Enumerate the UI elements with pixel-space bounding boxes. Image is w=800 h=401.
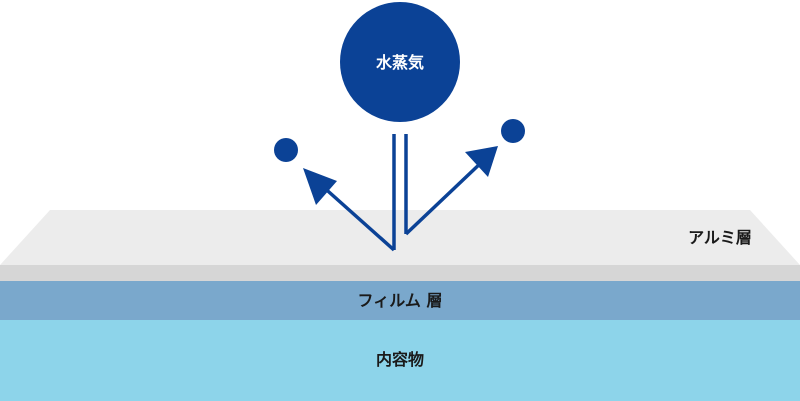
- vapor-circle: [340, 2, 460, 122]
- film-layer-label: フィルム 層: [358, 291, 443, 310]
- deflected-particle-left: [274, 138, 298, 162]
- left-reflection-arrowhead-icon: [303, 168, 337, 205]
- vapor-label: 水蒸気: [376, 53, 424, 72]
- right-reflection-arrow-shaft: [404, 158, 486, 236]
- contents-layer: [0, 320, 800, 401]
- aluminum-layer-edge: [0, 265, 800, 281]
- aluminum-layer-surface: [0, 210, 800, 265]
- film-layer: [0, 281, 800, 320]
- aluminum-layer-label: アルミ層: [688, 228, 752, 247]
- left-reflection-arrow-shaft: [318, 182, 396, 252]
- deflected-particle-right: [501, 119, 525, 143]
- contents-label: 内容物: [376, 350, 424, 369]
- right-reflection-arrowhead-icon: [465, 146, 498, 177]
